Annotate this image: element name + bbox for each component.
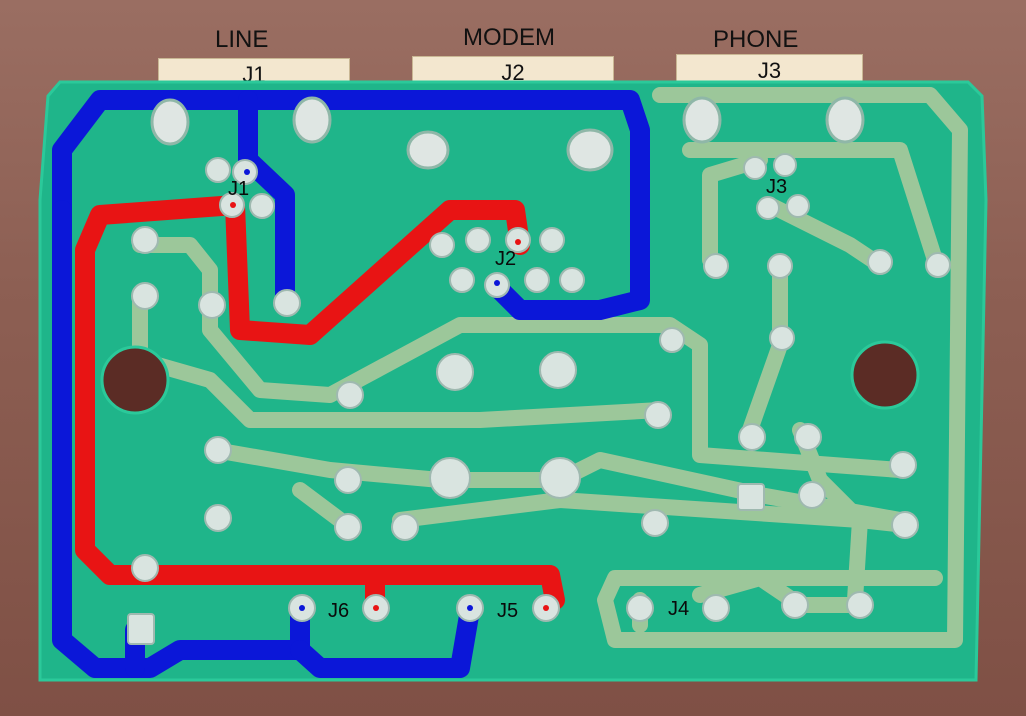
connector-label-j2: J2 bbox=[501, 60, 525, 85]
header-line: LINE bbox=[215, 26, 269, 53]
board-ref-j6: J6 bbox=[328, 600, 350, 622]
board-ref-j2: J2 bbox=[495, 248, 517, 270]
board-ref-j5: J5 bbox=[497, 600, 519, 622]
board-ref-j3: J3 bbox=[766, 176, 788, 198]
board-ref-j4: J4 bbox=[668, 598, 690, 620]
connector-label-j3: J3 bbox=[757, 58, 782, 83]
board-ref-j1: J1 bbox=[228, 178, 250, 200]
header-phone: PHONE bbox=[713, 26, 799, 53]
header-modem: MODEM bbox=[463, 24, 555, 51]
